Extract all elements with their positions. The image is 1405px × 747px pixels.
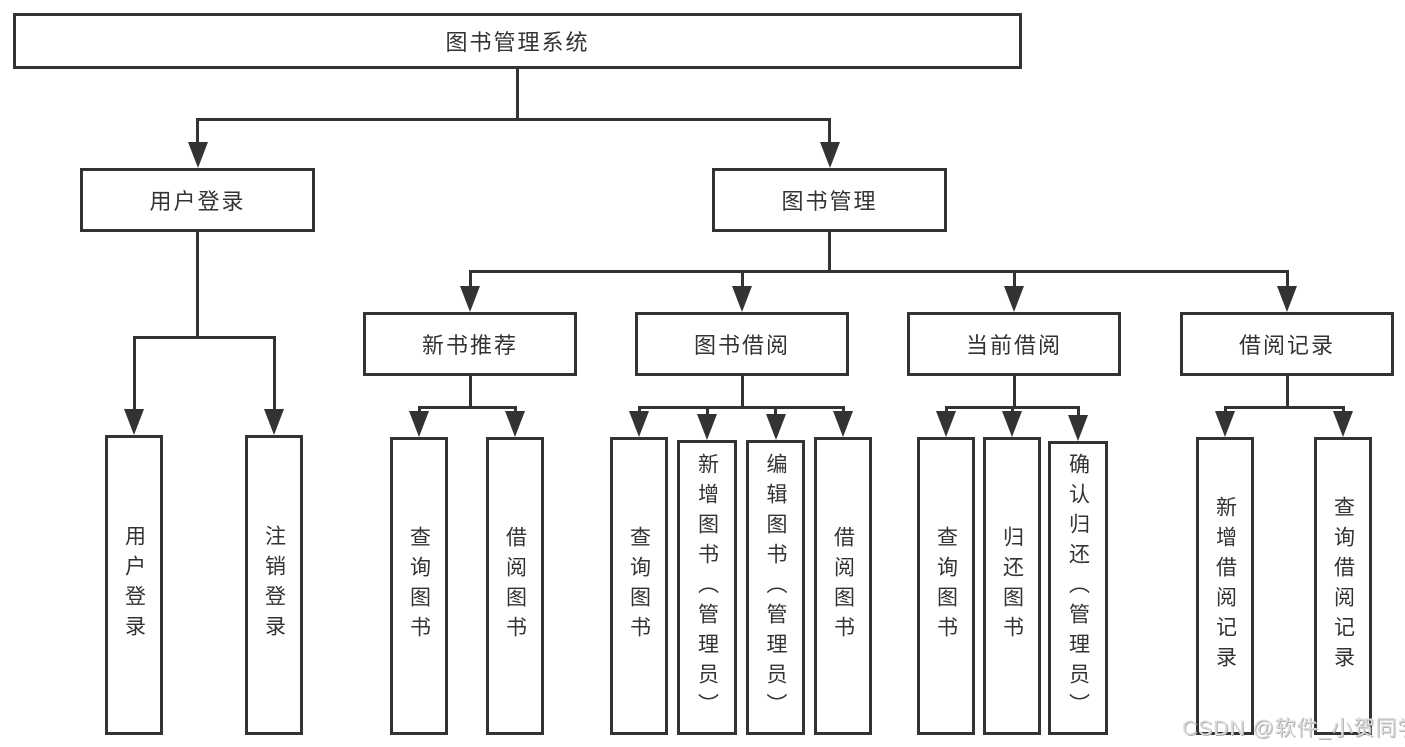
node-user-login: 用户登录 xyxy=(80,168,315,232)
node-book-mgmt: 图书管理 xyxy=(712,168,947,232)
connector-drop xyxy=(196,118,199,148)
arrow-down-icon xyxy=(629,411,649,437)
arrow-down-icon xyxy=(765,414,786,440)
connector-stem xyxy=(828,231,831,273)
arrow-down-icon xyxy=(409,411,429,437)
connector-drop xyxy=(740,270,744,292)
connector-stem xyxy=(1012,375,1016,409)
node-label-add-books-admin: 新增图书（管理员） xyxy=(695,452,719,723)
node-current-borrow: 当前借阅 xyxy=(907,312,1121,376)
node-label-query-borrow-record: 查询借阅记录 xyxy=(1331,496,1355,676)
arrow-down-icon xyxy=(1333,411,1353,437)
arrow-down-icon xyxy=(124,409,144,435)
arrow-down-icon xyxy=(1004,286,1024,312)
connector-drop xyxy=(705,406,709,420)
arrow-down-icon xyxy=(264,409,284,435)
node-login-leaf: 用户登录 xyxy=(105,435,163,735)
node-label-current-borrow: 当前借阅 xyxy=(965,333,1062,358)
node-label-query-books-borrow: 查询图书 xyxy=(627,526,651,646)
node-label-root: 图书管理系统 xyxy=(445,30,590,55)
arrow-down-icon xyxy=(819,142,840,168)
arrow-down-icon xyxy=(1002,411,1022,437)
connector-stem xyxy=(740,375,744,409)
connector-bus xyxy=(417,406,517,409)
node-borrow-records: 借阅记录 xyxy=(1180,312,1394,376)
connector-bus xyxy=(468,270,1289,273)
node-add-borrow-record: 新增借阅记录 xyxy=(1196,437,1254,735)
node-query-borrow-record: 查询借阅记录 xyxy=(1314,437,1372,735)
connector-bus xyxy=(1223,406,1345,409)
node-query-books-borrow: 查询图书 xyxy=(610,437,668,735)
arrow-down-icon xyxy=(1277,286,1297,312)
node-book-borrow: 图书借阅 xyxy=(635,312,849,376)
node-borrow-books-borrow: 借阅图书 xyxy=(814,437,872,735)
connector-stem xyxy=(196,231,199,339)
connector-stem xyxy=(468,375,472,409)
node-label-login-leaf: 用户登录 xyxy=(122,525,146,645)
connector-stem xyxy=(1285,375,1289,409)
node-label-book-mgmt: 图书管理 xyxy=(781,189,878,214)
arrow-down-icon xyxy=(460,286,480,312)
node-label-query-books-rec: 查询图书 xyxy=(407,526,431,646)
node-new-book-rec: 新书推荐 xyxy=(363,312,577,376)
node-label-book-borrow: 图书借阅 xyxy=(693,333,790,358)
node-label-edit-books-admin: 编辑图书（管理员） xyxy=(764,452,787,723)
node-add-books-admin: 新增图书（管理员） xyxy=(677,440,737,735)
node-label-add-borrow-record: 新增借阅记录 xyxy=(1213,496,1237,676)
node-label-query-books-current: 查询图书 xyxy=(934,526,958,646)
connector-stem xyxy=(516,68,519,121)
node-query-books-rec: 查询图书 xyxy=(390,437,448,735)
connector-drop xyxy=(272,336,276,415)
node-label-borrow-records: 借阅记录 xyxy=(1238,333,1335,358)
connector-bus xyxy=(196,118,831,121)
arrow-down-icon xyxy=(187,142,208,168)
arrow-down-icon xyxy=(1215,411,1235,437)
node-root: 图书管理系统 xyxy=(13,13,1022,69)
node-borrow-books-rec: 借阅图书 xyxy=(486,437,544,735)
arrow-down-icon xyxy=(1068,415,1088,441)
node-return-books: 归还图书 xyxy=(983,437,1041,735)
connector-drop xyxy=(1012,270,1016,292)
node-edit-books-admin: 编辑图书（管理员） xyxy=(746,440,805,735)
node-label-confirm-return-admin: 确认归还（管理员） xyxy=(1066,453,1090,723)
node-confirm-return-admin: 确认归还（管理员） xyxy=(1048,441,1108,735)
arrow-down-icon xyxy=(936,411,956,437)
connector-drop xyxy=(828,118,831,148)
node-label-logout-leaf: 注销登录 xyxy=(262,525,286,645)
connector-drop xyxy=(1285,270,1289,292)
node-label-new-book-rec: 新书推荐 xyxy=(421,333,518,358)
connector-drop xyxy=(132,336,136,415)
watermark: CSDN @软件_小贺同学 xyxy=(1182,717,1405,740)
node-label-user-login: 用户登录 xyxy=(149,189,246,214)
node-logout-leaf: 注销登录 xyxy=(245,435,303,735)
node-label-return-books: 归还图书 xyxy=(1000,526,1024,646)
connector-drop xyxy=(468,270,472,292)
arrow-down-icon xyxy=(833,411,853,437)
node-label-borrow-books-borrow: 借阅图书 xyxy=(831,526,855,646)
arrow-down-icon xyxy=(505,411,525,437)
arrow-down-icon xyxy=(697,414,717,440)
connector-drop xyxy=(1076,406,1080,421)
node-query-books-current: 查询图书 xyxy=(917,437,975,735)
arrow-down-icon xyxy=(732,286,752,312)
connector-bus xyxy=(637,406,845,409)
connector-bus xyxy=(132,336,276,339)
connector-drop xyxy=(774,406,777,420)
node-label-borrow-books-rec: 借阅图书 xyxy=(503,526,527,646)
